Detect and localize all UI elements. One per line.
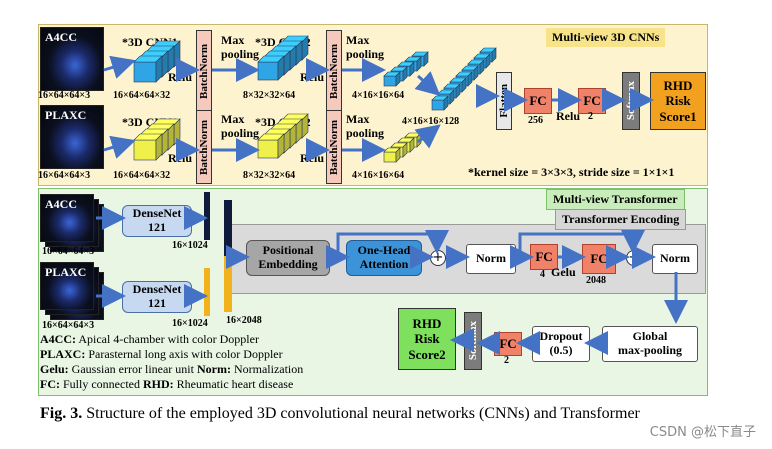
cube-side bbox=[461, 77, 467, 93]
cube-side bbox=[409, 61, 415, 77]
densenet-box-a4cc: DenseNet 121 bbox=[122, 205, 192, 237]
arrow-in-row2 bbox=[103, 135, 136, 159]
kernel-note: *kernel size = 3×3×3, stride size = 1×1×… bbox=[468, 165, 675, 179]
legend-a4cc: A4CC: Apical 4-chamber with color Dopple… bbox=[40, 332, 259, 346]
arrow-in-row1 bbox=[103, 55, 136, 79]
cube-side bbox=[155, 55, 163, 83]
arrow-residual-2 bbox=[518, 230, 645, 257]
cube-side bbox=[277, 55, 285, 81]
concat-dims: 16×2048 bbox=[226, 315, 262, 326]
input-dims-row1: 16×64×64×3 bbox=[38, 90, 91, 101]
dim-after-cnn2-row1: 8×32×32×64 bbox=[243, 90, 296, 101]
fc-2-units: 2 bbox=[588, 111, 593, 122]
positional-embedding-box: Positional Embedding bbox=[246, 240, 330, 276]
cube-side bbox=[402, 142, 408, 158]
cube-face bbox=[431, 99, 445, 111]
maxpool-label-row1b: Max pooling bbox=[346, 33, 385, 62]
global-max-pooling-box: Global max-pooling bbox=[602, 326, 698, 362]
densenet-box-plaxc: DenseNet 121 bbox=[122, 281, 192, 313]
norm-box-1: Norm bbox=[466, 244, 516, 274]
arrow-residual-1 bbox=[336, 230, 449, 257]
rhd-risk-score1: RHD Risk Score1 bbox=[650, 72, 706, 130]
arrow-row1-to-concat bbox=[414, 71, 441, 96]
cube-side bbox=[423, 51, 429, 67]
rhd-risk-score2: RHD Risk Score2 bbox=[398, 308, 456, 370]
input-dims-plaxc: 16×64×64×3 bbox=[42, 320, 95, 331]
cube-side bbox=[479, 59, 485, 75]
maxpool-label-row1a: Max pooling bbox=[221, 33, 260, 62]
image-label: PLAXC bbox=[45, 265, 87, 279]
fc-box-a: FC bbox=[530, 244, 558, 270]
image-label: A4CC bbox=[45, 197, 77, 211]
concat-bar-bottom bbox=[224, 256, 232, 312]
a4cc-input-image: A4CC bbox=[40, 27, 104, 91]
panel-title-3d-cnns: Multi-view 3D CNNs bbox=[546, 28, 666, 47]
cube-face bbox=[257, 61, 279, 81]
dim-after-pool2-row2: 4×16×16×64 bbox=[352, 170, 405, 181]
a4cc-stack-front: A4CC bbox=[40, 194, 94, 242]
cube-side bbox=[449, 89, 455, 105]
cube-side bbox=[467, 71, 473, 87]
fc-b-units: 2048 bbox=[586, 275, 606, 286]
plaxc-stack-front: PLAXC bbox=[40, 262, 94, 310]
fc-c-units: 2 bbox=[504, 355, 509, 366]
encoding-title: Transformer Encoding bbox=[555, 209, 687, 230]
maxpool-label-row2a: Max pooling bbox=[221, 112, 260, 141]
cube-side bbox=[395, 147, 401, 163]
cube-face bbox=[133, 139, 157, 161]
csdn-watermark: CSDN @松下直子 bbox=[649, 425, 756, 440]
cube-side bbox=[491, 47, 497, 63]
cube-side bbox=[395, 71, 401, 87]
densenet-out-plaxc: 16×1024 bbox=[172, 318, 208, 329]
dim-after-cnn2-row2: 8×32×32×64 bbox=[243, 170, 296, 181]
caption-text: Structure of the employed 3D convolution… bbox=[82, 405, 640, 422]
figure-number: Fig. 3. bbox=[40, 405, 83, 422]
fc-a-units: 4 bbox=[540, 269, 545, 280]
legend-gelu-norm: Gelu: Gaussian error linear unit Norm: N… bbox=[40, 362, 304, 376]
concat-bar-top bbox=[224, 200, 232, 256]
fc-256-units: 256 bbox=[528, 115, 543, 126]
dim-after-cnn1-row1: 16×64×64×32 bbox=[113, 90, 171, 101]
dropout-box: Dropout (0.5) bbox=[532, 326, 590, 362]
flow-arrows bbox=[96, 55, 688, 355]
cube-face bbox=[383, 75, 397, 87]
cube-side bbox=[455, 83, 461, 99]
cube-face bbox=[257, 139, 279, 159]
cube-face bbox=[383, 151, 397, 163]
relu-label-fc: Relu bbox=[556, 109, 580, 123]
cube-side bbox=[277, 133, 285, 159]
gelu-label: Gelu bbox=[551, 265, 576, 279]
panel-title-transformer: Multi-view Transformer bbox=[546, 189, 685, 210]
feature-cubes bbox=[133, 35, 497, 163]
one-head-attention-box: One-Head Attention bbox=[346, 240, 422, 276]
cube-side bbox=[155, 133, 163, 161]
cube-side bbox=[443, 95, 449, 111]
cube-side bbox=[402, 66, 408, 82]
figure-caption: Fig. 3. Structure of the employed 3D con… bbox=[40, 405, 640, 423]
image-label: PLAXC bbox=[45, 108, 87, 122]
cube-side bbox=[409, 137, 415, 153]
image-label: A4CC bbox=[45, 30, 77, 44]
cube-side bbox=[473, 65, 479, 81]
plaxc-input-image: PLAXC bbox=[40, 105, 104, 169]
fc-256-box: FC bbox=[524, 88, 552, 114]
dim-after-cnn1-row2: 16×64×64×32 bbox=[113, 170, 171, 181]
densenet-out-a4cc: 16×1024 bbox=[172, 240, 208, 251]
dim-concat: 4×16×16×128 bbox=[402, 116, 460, 127]
input-dims-row2: 16×64×64×3 bbox=[38, 170, 91, 181]
cube-side bbox=[416, 56, 422, 72]
cube-side bbox=[485, 53, 491, 69]
legend-fc-rhd: FC: Fully connected RHD: Rheumatic heart… bbox=[40, 377, 294, 391]
legend-plaxc: PLAXC: Parasternal long axis with color … bbox=[40, 347, 283, 361]
arrow-row2-to-concat bbox=[414, 124, 441, 149]
fc-2-box: FC bbox=[578, 88, 606, 114]
cube-face bbox=[133, 61, 157, 83]
dim-after-pool2-row1: 4×16×16×64 bbox=[352, 90, 405, 101]
input-dims-a4cc: 16×64×64×3 bbox=[42, 246, 95, 257]
maxpool-label-row2b: Max pooling bbox=[346, 112, 385, 141]
